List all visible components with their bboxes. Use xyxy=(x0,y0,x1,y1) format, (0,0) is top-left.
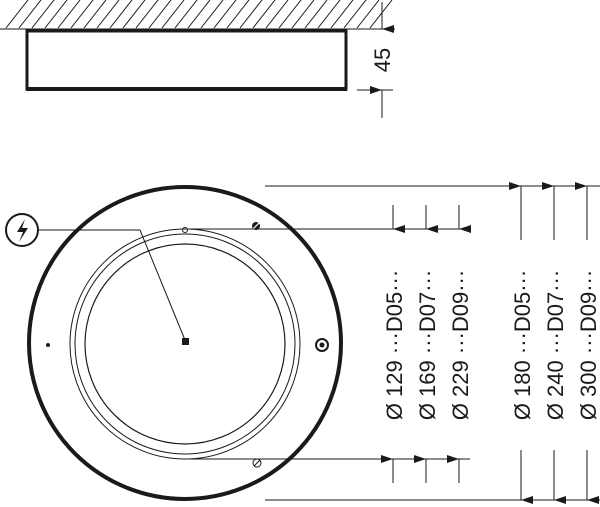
fixing-hole-icon xyxy=(46,343,50,347)
hatch-line xyxy=(135,0,159,29)
hatch-line xyxy=(343,0,367,29)
hatch-line xyxy=(304,0,328,29)
hatch-line xyxy=(252,0,276,29)
dimension-arrows xyxy=(381,182,599,504)
outer-dimension-label: Ø 240 ···D07··· xyxy=(543,270,568,420)
screw-icon xyxy=(252,222,260,230)
ring-circle-outer xyxy=(69,228,301,460)
hatch-line xyxy=(31,0,55,29)
hatch-line xyxy=(70,0,94,29)
hatch-line xyxy=(291,0,315,29)
ring-circle-middle xyxy=(74,233,296,455)
hatch-line xyxy=(57,0,81,29)
hatch-line xyxy=(44,0,68,29)
hatch-line xyxy=(200,0,224,29)
inner-dimension-label: Ø 169 ···D07··· xyxy=(415,270,440,420)
hatch-line xyxy=(161,0,185,29)
hatch-line xyxy=(96,0,120,29)
inner-dimension-label: Ø 229 ···D09··· xyxy=(448,270,473,420)
hatch-line xyxy=(278,0,302,29)
knob-icon xyxy=(315,338,329,352)
hatch-line xyxy=(5,0,29,29)
hatch-line xyxy=(226,0,250,29)
outer-housing-circle xyxy=(27,185,343,501)
hatch-line xyxy=(330,0,354,29)
hatch-line xyxy=(317,0,341,29)
side-view: 45 xyxy=(0,0,395,118)
screw-icon xyxy=(252,458,262,468)
luminaire-body-side xyxy=(25,29,348,91)
hatch-line xyxy=(187,0,211,29)
ceiling-hatching xyxy=(5,0,393,29)
hatch-line xyxy=(122,0,146,29)
lightning-bolt-icon xyxy=(5,213,39,247)
power-entry-point xyxy=(182,338,189,345)
power-entry-leader xyxy=(38,229,186,341)
hatch-line xyxy=(265,0,289,29)
diffuser-circle xyxy=(84,243,286,445)
hatch-line xyxy=(174,0,198,29)
hatch-line xyxy=(356,0,380,29)
fixing-hole-icon xyxy=(182,227,188,233)
hatch-line xyxy=(109,0,133,29)
hatch-line xyxy=(148,0,172,29)
inner-dimension-label: Ø 129 ···D05··· xyxy=(382,270,407,420)
hatch-line xyxy=(213,0,237,29)
hatch-line xyxy=(83,0,107,29)
outer-dimension-label: Ø 180 ···D05··· xyxy=(510,270,535,420)
outer-dimension-label: Ø 300 ···D09··· xyxy=(576,270,600,420)
top-view: Ø 129 ···D05··· Ø 169 ···D07··· Ø 229 ··… xyxy=(5,182,600,504)
hatch-line xyxy=(18,0,42,29)
hatch-line xyxy=(369,0,393,29)
height-label: 45 xyxy=(370,48,395,72)
hatch-line xyxy=(239,0,263,29)
